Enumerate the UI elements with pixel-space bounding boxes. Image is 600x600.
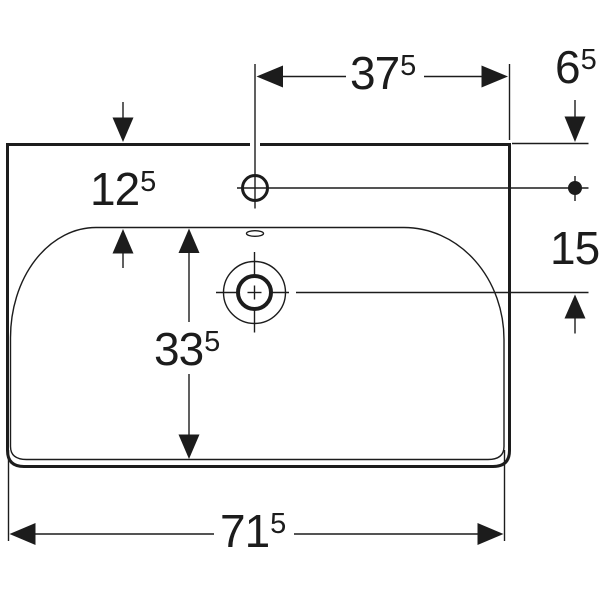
dim-label-71-5: 715 — [220, 508, 286, 554]
dim-value-superscript: 5 — [580, 44, 597, 76]
arrow-down-icon — [178, 434, 200, 459]
arrow-left-icon — [256, 65, 283, 88]
dim-71-5 — [7, 450, 506, 545]
arrow-right-icon — [481, 65, 508, 88]
arrow-up-icon — [112, 229, 134, 254]
dim-value: 15 — [550, 222, 600, 274]
dim-15 — [564, 294, 586, 334]
overflow-slot — [245, 229, 265, 237]
arrow-up-icon — [564, 294, 586, 319]
inner-basin-path — [9, 226, 505, 461]
dim-37-5 — [254, 64, 511, 209]
dim-value-superscript: 5 — [204, 326, 221, 358]
dim-label-12-5: 125 — [90, 166, 156, 212]
inner-basin-rim — [9, 226, 505, 461]
dim-label-33-5: 335 — [154, 326, 220, 372]
tap-hole — [237, 174, 589, 202]
dim-label-37-5: 375 — [350, 50, 416, 96]
dim-value-superscript: 5 — [270, 508, 287, 540]
arrow-down-icon — [564, 116, 586, 142]
dim-33-5 — [178, 228, 200, 459]
drain-hole — [216, 252, 589, 333]
arrow-right-icon — [477, 523, 504, 545]
dim-value: 12 — [90, 163, 140, 215]
arrow-left-icon — [9, 523, 36, 545]
dim-label-15: 15 — [550, 225, 600, 271]
dim-value: 6 — [555, 41, 581, 93]
dim-label-6-5: 65 — [555, 44, 597, 90]
dim-value: 37 — [350, 47, 400, 99]
dim-value: 33 — [154, 323, 204, 375]
arrow-down-icon — [112, 117, 134, 142]
dim-value: 71 — [220, 505, 270, 557]
dim-12-5 — [112, 102, 134, 268]
tap-hole-circle — [241, 174, 269, 202]
dim-value-superscript: 5 — [140, 166, 157, 198]
arrow-up-icon — [178, 228, 200, 253]
dim-6-5 — [512, 100, 589, 201]
dim-value-superscript: 5 — [400, 50, 417, 82]
